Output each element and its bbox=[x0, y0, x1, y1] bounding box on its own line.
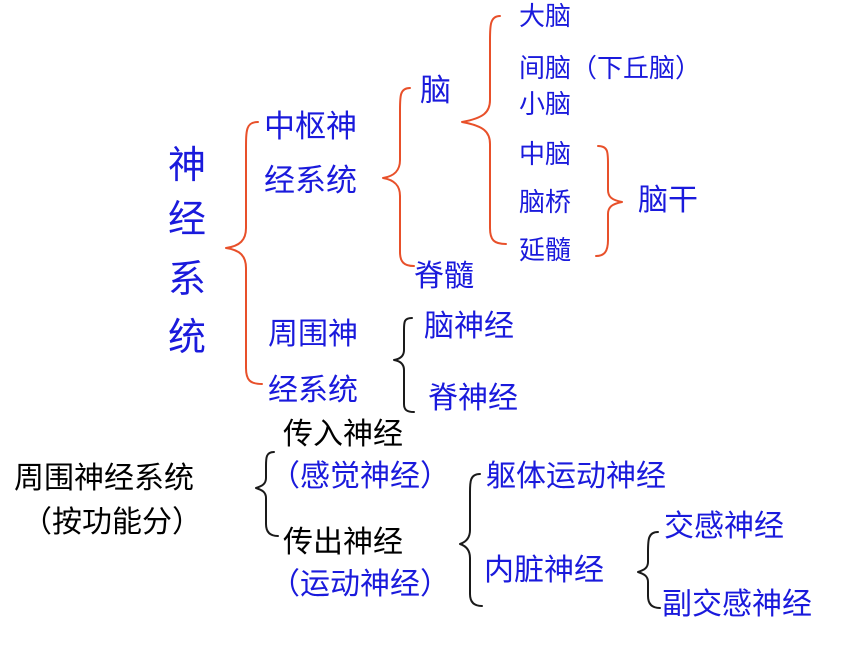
brace-nervous-system bbox=[225, 121, 263, 385]
brace-brain bbox=[461, 15, 507, 245]
root-char-3: 系 bbox=[168, 257, 207, 301]
brain-part-diencephalon: 间脑（下丘脑） bbox=[519, 54, 702, 84]
brace-brainstem bbox=[595, 145, 623, 257]
cranial-nerves-label: 脑神经 bbox=[424, 309, 514, 344]
brain-part-cerebrum: 大脑 bbox=[519, 2, 572, 32]
brain-part-medulla: 延髓 bbox=[519, 236, 572, 266]
efferent-label-line1: 传出神经 bbox=[283, 525, 403, 560]
spinal-nerves-label: 脊神经 bbox=[428, 381, 518, 416]
brace-function bbox=[255, 451, 279, 537]
visceral-label: 内脏神经 bbox=[484, 553, 604, 588]
afferent-label-line2: （感觉神经） bbox=[270, 459, 450, 494]
brace-visceral bbox=[637, 531, 661, 609]
central-label-line2: 经系统 bbox=[264, 163, 357, 199]
sympathetic-label: 交感神经 bbox=[664, 509, 784, 544]
brain-part-cerebellum: 小脑 bbox=[519, 90, 572, 120]
brain-label: 脑 bbox=[420, 73, 451, 109]
efferent-label-line2: （运动神经） bbox=[270, 567, 450, 602]
root-char-4: 统 bbox=[168, 315, 207, 359]
brain-part-pons: 脑桥 bbox=[519, 188, 572, 218]
brace-central bbox=[382, 87, 415, 267]
brace-efferent bbox=[459, 473, 483, 607]
central-label-line1: 中枢神 bbox=[264, 109, 357, 145]
root-char-2: 经 bbox=[168, 197, 207, 241]
brainstem-label: 脑干 bbox=[638, 183, 698, 218]
function-title: 周围神经系统 bbox=[14, 461, 194, 496]
brace-peripheral bbox=[393, 317, 415, 413]
spinal-cord-label: 脊髓 bbox=[414, 259, 474, 294]
peripheral-label-line2: 经系统 bbox=[268, 373, 358, 408]
parasympathetic-label: 副交感神经 bbox=[662, 587, 812, 622]
peripheral-label-line1: 周围神 bbox=[268, 317, 358, 352]
function-subtitle: （按功能分） bbox=[22, 505, 202, 540]
brain-part-midbrain: 中脑 bbox=[519, 140, 572, 170]
afferent-label-line1: 传入神经 bbox=[283, 417, 403, 452]
somatic-motor-label: 躯体运动神经 bbox=[486, 459, 666, 494]
root-char-1: 神 bbox=[168, 143, 207, 187]
